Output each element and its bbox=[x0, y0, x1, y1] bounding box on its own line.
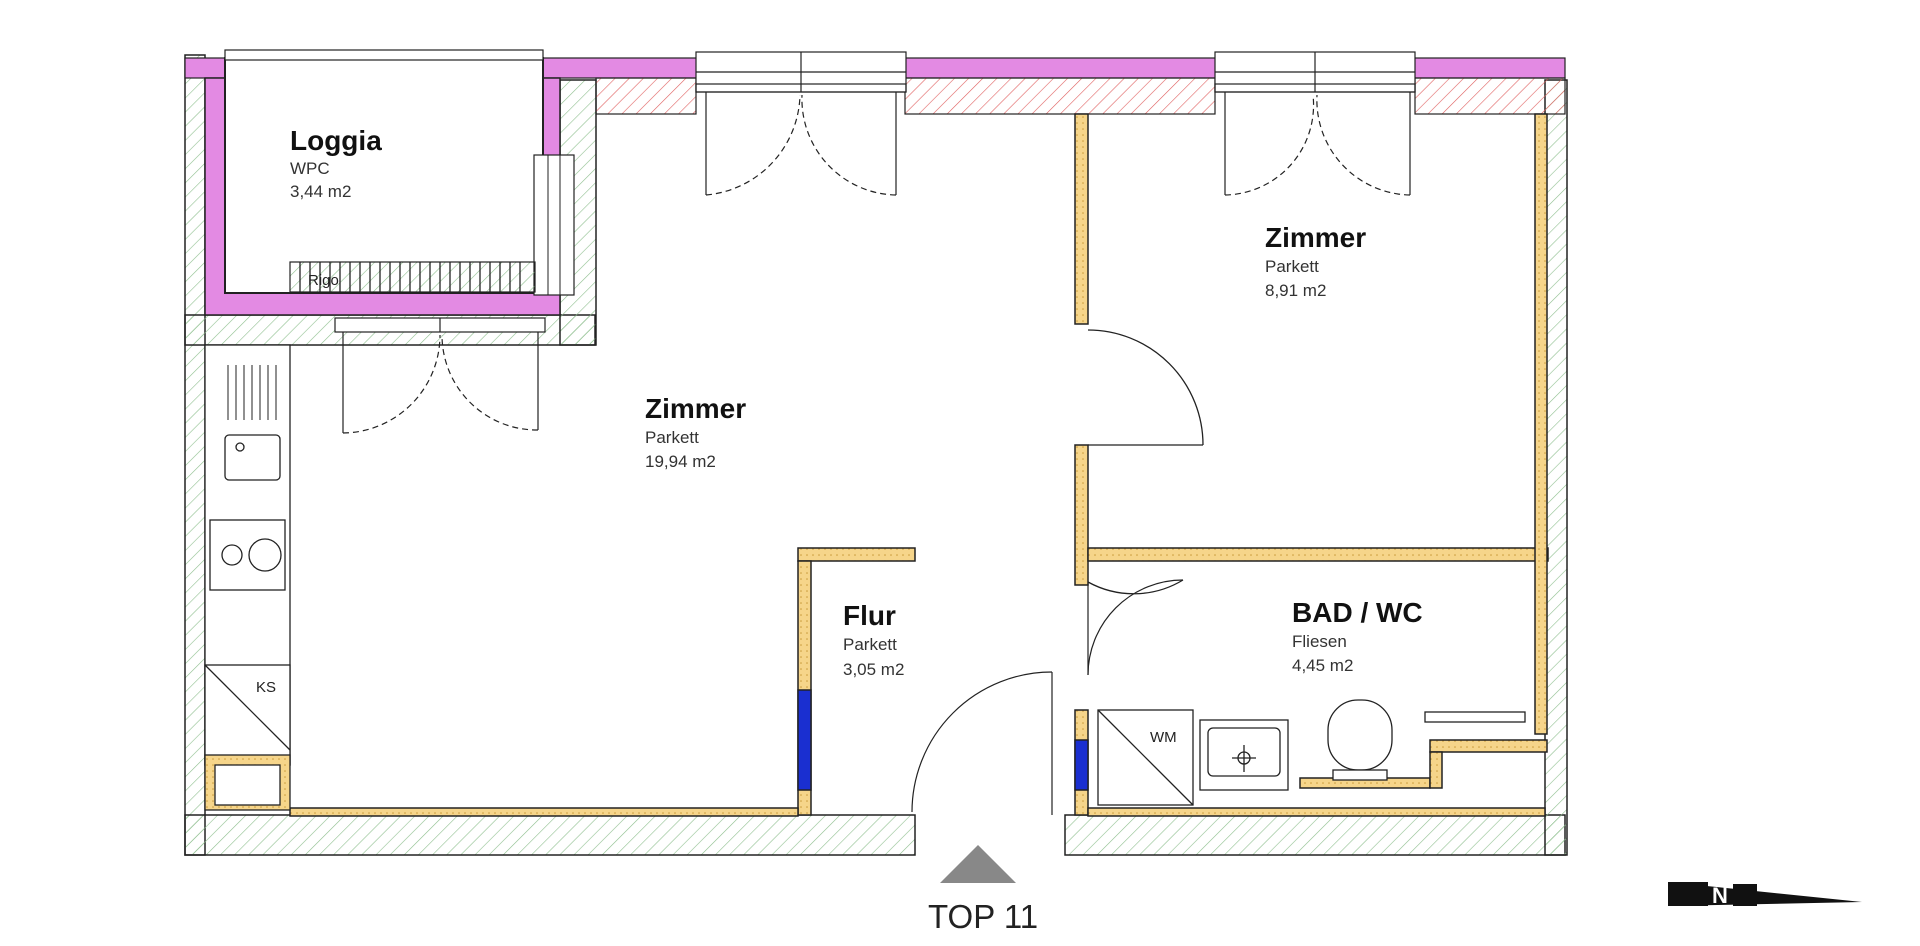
loggia-area-text: 3,44 m2 bbox=[290, 182, 351, 201]
hall-name: Flur bbox=[843, 600, 896, 631]
fridge-label: KS bbox=[256, 679, 276, 696]
interior-walls bbox=[289, 113, 1549, 817]
bedroom-area: 8,91 m2 bbox=[1265, 281, 1326, 300]
bath-fixtures bbox=[1097, 699, 1526, 806]
bedroom-floor: Parkett bbox=[1265, 257, 1319, 276]
unit-label: TOP 11 bbox=[928, 898, 1038, 935]
hall-area: 3,05 m2 bbox=[843, 660, 904, 679]
kitchen bbox=[204, 344, 291, 811]
washer-label: WM bbox=[1150, 729, 1177, 746]
top-windows bbox=[695, 51, 1416, 93]
living-name: Zimmer bbox=[645, 393, 746, 424]
door-swings bbox=[334, 92, 1411, 815]
rigo-label: Rigo bbox=[308, 272, 339, 289]
loggia-name: Loggia bbox=[290, 125, 382, 156]
entrance-marker: TOP 11 bbox=[928, 845, 1038, 935]
exterior-walls bbox=[184, 54, 1568, 856]
bath-floor: Fliesen bbox=[1292, 632, 1347, 651]
living-floor: Parkett bbox=[645, 428, 699, 447]
north-label: N bbox=[1712, 883, 1728, 908]
bath-name: BAD / WC bbox=[1292, 597, 1423, 628]
loggia-area: Rigo bbox=[204, 49, 575, 316]
living-area: 19,94 m2 bbox=[645, 452, 716, 471]
room-labels: Loggia WPC 3,44 m2 Zimmer Parkett 19,94 … bbox=[290, 125, 1423, 679]
hall-floor: Parkett bbox=[843, 635, 897, 654]
loggia-floor: WPC bbox=[290, 159, 330, 178]
entrance-arrow-icon bbox=[940, 845, 1016, 883]
north-arrow-icon: N bbox=[1668, 882, 1862, 908]
bath-area: 4,45 m2 bbox=[1292, 656, 1353, 675]
bedroom-name: Zimmer bbox=[1265, 222, 1366, 253]
